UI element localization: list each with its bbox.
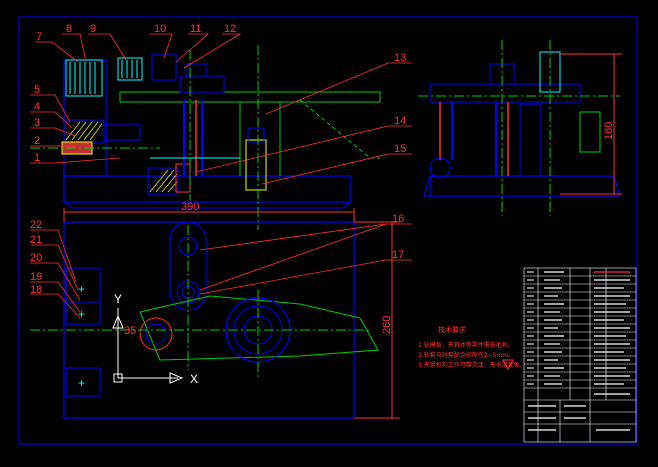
part-label-15: 15 (394, 143, 406, 155)
part-label-18: 18 (30, 284, 42, 296)
drawing-border (18, 16, 638, 445)
svg-text:+: + (78, 307, 85, 321)
part-label-21: 21 (30, 234, 42, 246)
notes-title: 技术要求 (438, 325, 466, 334)
part-label-1: 1 (34, 152, 40, 164)
part-label-10: 10 (154, 23, 166, 35)
part-label-7: 7 (36, 31, 42, 43)
part-label-11: 11 (190, 23, 201, 35)
notes-line-3: 3.夹紧机构工作可靠灵活，无卡滞现象。 (418, 361, 526, 369)
part-label-8: 8 (66, 23, 72, 35)
front-view (30, 45, 381, 230)
part-leaders (30, 33, 412, 319)
side-view: 180 (418, 40, 622, 216)
notes-line-2: 2.钻套与衬套配合间隙在2~5mm。 (418, 351, 514, 359)
dimension-35: 35 (124, 325, 136, 337)
part-label-4: 4 (34, 101, 40, 113)
ucs-y-label: Y (114, 292, 122, 306)
title-block-numbers (527, 271, 534, 385)
top-view: 390 260 + + + Y X 35 (30, 201, 400, 419)
part-label-9: 9 (90, 23, 96, 35)
part-label-19: 19 (30, 271, 42, 283)
part-label-16: 16 (392, 213, 404, 225)
title-block (523, 267, 637, 443)
part-label-5: 5 (34, 84, 40, 96)
title-block-fill (528, 271, 630, 431)
part-label-17: 17 (392, 249, 404, 261)
part-label-22: 22 (30, 219, 42, 231)
part-label-14: 14 (394, 115, 406, 127)
part-label-group: 7 8 9 10 11 12 5 4 3 2 1 13 14 15 16 17 … (30, 23, 406, 296)
technical-notes: 技术要求 1.钻模板、夹具体等零件需去毛刺。 2.钻套与衬套配合间隙在2~5mm… (418, 325, 526, 371)
part-label-20: 20 (30, 252, 42, 264)
dimension-260: 260 (381, 316, 393, 334)
part-label-13: 13 (394, 52, 406, 64)
part-label-3: 3 (34, 117, 40, 129)
dimension-180: 180 (603, 122, 615, 140)
svg-text:+: + (78, 376, 85, 390)
part-label-2: 2 (34, 135, 40, 147)
ucs-x-label: X (190, 372, 198, 386)
svg-text:+: + (78, 282, 85, 296)
part-label-12: 12 (224, 23, 236, 35)
dimension-390: 390 (181, 201, 199, 213)
notes-line-1: 1.钻模板、夹具体等零件需去毛刺。 (418, 341, 514, 349)
